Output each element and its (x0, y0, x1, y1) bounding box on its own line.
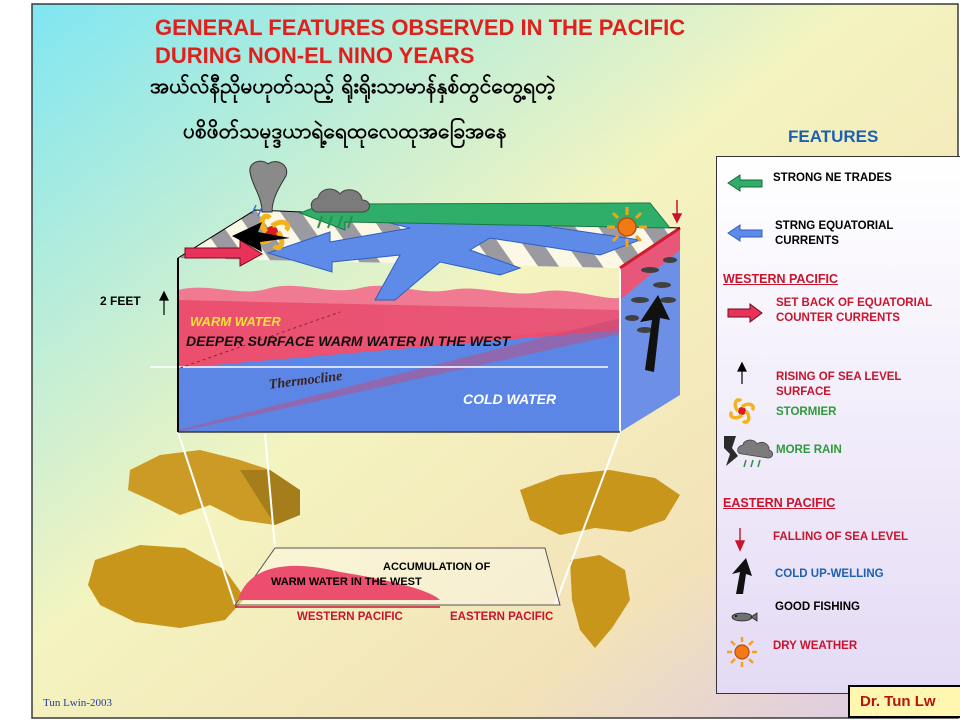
legend-eastern-title: EASTERN PACIFIC (723, 496, 836, 510)
green-arrow-left-icon (727, 174, 763, 192)
thermocline-band (178, 318, 620, 432)
arrow-up-icon (737, 361, 747, 384)
legend-item-cold-upwelling: COLD UP-WELLING (775, 568, 884, 580)
legend-item-falling-sea-level: FALLING OF SEA LEVEL (773, 531, 909, 543)
counter-current-arrow (184, 239, 263, 267)
land-south-america (570, 555, 630, 648)
legend-item-stormier: STORMIER (776, 406, 837, 418)
western-pacific-label: WESTERN PACIFIC (297, 611, 403, 623)
perspective-lines (177, 431, 621, 606)
eastern-pacific-label: EASTERN PACIFIC (450, 611, 554, 623)
thunderhead (249, 160, 288, 213)
accumulation-label-1: ACCUMULATION OF (383, 561, 491, 573)
legend-item-dry-weather: DRY WEATHER (773, 640, 858, 652)
rain-drops (251, 204, 263, 217)
cold-water-label: COLD WATER (463, 391, 557, 407)
legend-item-good-fishing: GOOD FISHING (775, 601, 860, 613)
title-en-line1: GENERAL FEATURES OBSERVED IN THE PACIFIC (155, 15, 686, 40)
falling-sea-level-arrow (671, 200, 683, 224)
legend-item-rising-sea-level: RISING OF SEA LEVEL SURFACE (776, 371, 902, 398)
warm-wedge (178, 325, 620, 368)
rain-cloud-icon (724, 436, 774, 468)
legend-item-equatorial-currents: STRNG EQUATORIAL CURRENTS (775, 220, 894, 247)
bottom-slab (234, 547, 561, 606)
title-my-line2: ပစိဖိတ်သမုဒ္ဒယာရဲ့ရေထုလေထုအခြေအနေ (183, 119, 507, 143)
feet-label: 2 FEET (100, 294, 141, 308)
legend-icons (724, 174, 774, 667)
red-edge (619, 226, 681, 270)
accumulation-label-2: WARM WATER IN THE WEST (271, 576, 422, 588)
equatorial-current-arrow (266, 214, 641, 301)
deeper-surface-label: DEEPER SURFACE WARM WATER IN THE WEST (186, 333, 511, 349)
legend-box (716, 156, 960, 694)
upwelling-arrow (640, 295, 670, 372)
storm-icon (729, 398, 755, 424)
legend-heading: FEATURES (788, 127, 879, 146)
accumulation-lens (238, 565, 440, 600)
legend-item-ne-trades: STRONG NE TRADES (773, 172, 892, 184)
legend-western-title: WESTERN PACIFIC (723, 272, 839, 286)
land-australia (88, 545, 245, 628)
title-my-line1: အယ်လ်နီညိုမဟုတ်သည့် ရိုးရိုးသာမာန်နှစ်တွ… (150, 74, 556, 98)
two-feet-arrow (159, 290, 169, 315)
blue-arrow-left-icon (727, 224, 763, 242)
land-asia (128, 450, 300, 525)
sun-symbol (607, 207, 647, 247)
warm-water-wave (178, 285, 620, 310)
footer-credit: Tun Lwin-2003 (43, 697, 112, 709)
rain-cloud (310, 188, 370, 229)
legend-item-more-rain: MORE RAIN (776, 444, 842, 456)
author-badge: Dr. Tun Lw (848, 685, 960, 718)
land-north-america (520, 470, 680, 535)
fish-school (625, 257, 677, 333)
side-warm (620, 228, 680, 300)
warm-water-label: WARM WATER (190, 314, 281, 329)
legend-item-counter-currents: SET BACK OF EQUATORIAL COUNTER CURRENTS (776, 297, 932, 324)
upwelling-arrow-icon (732, 558, 752, 594)
red-arrow-right-icon (727, 303, 763, 323)
arrow-down-icon (734, 528, 746, 552)
title-en-line2: DURING NON-EL NINO YEARS (155, 43, 475, 68)
fish-icon (731, 612, 758, 622)
sun-icon (727, 637, 757, 667)
